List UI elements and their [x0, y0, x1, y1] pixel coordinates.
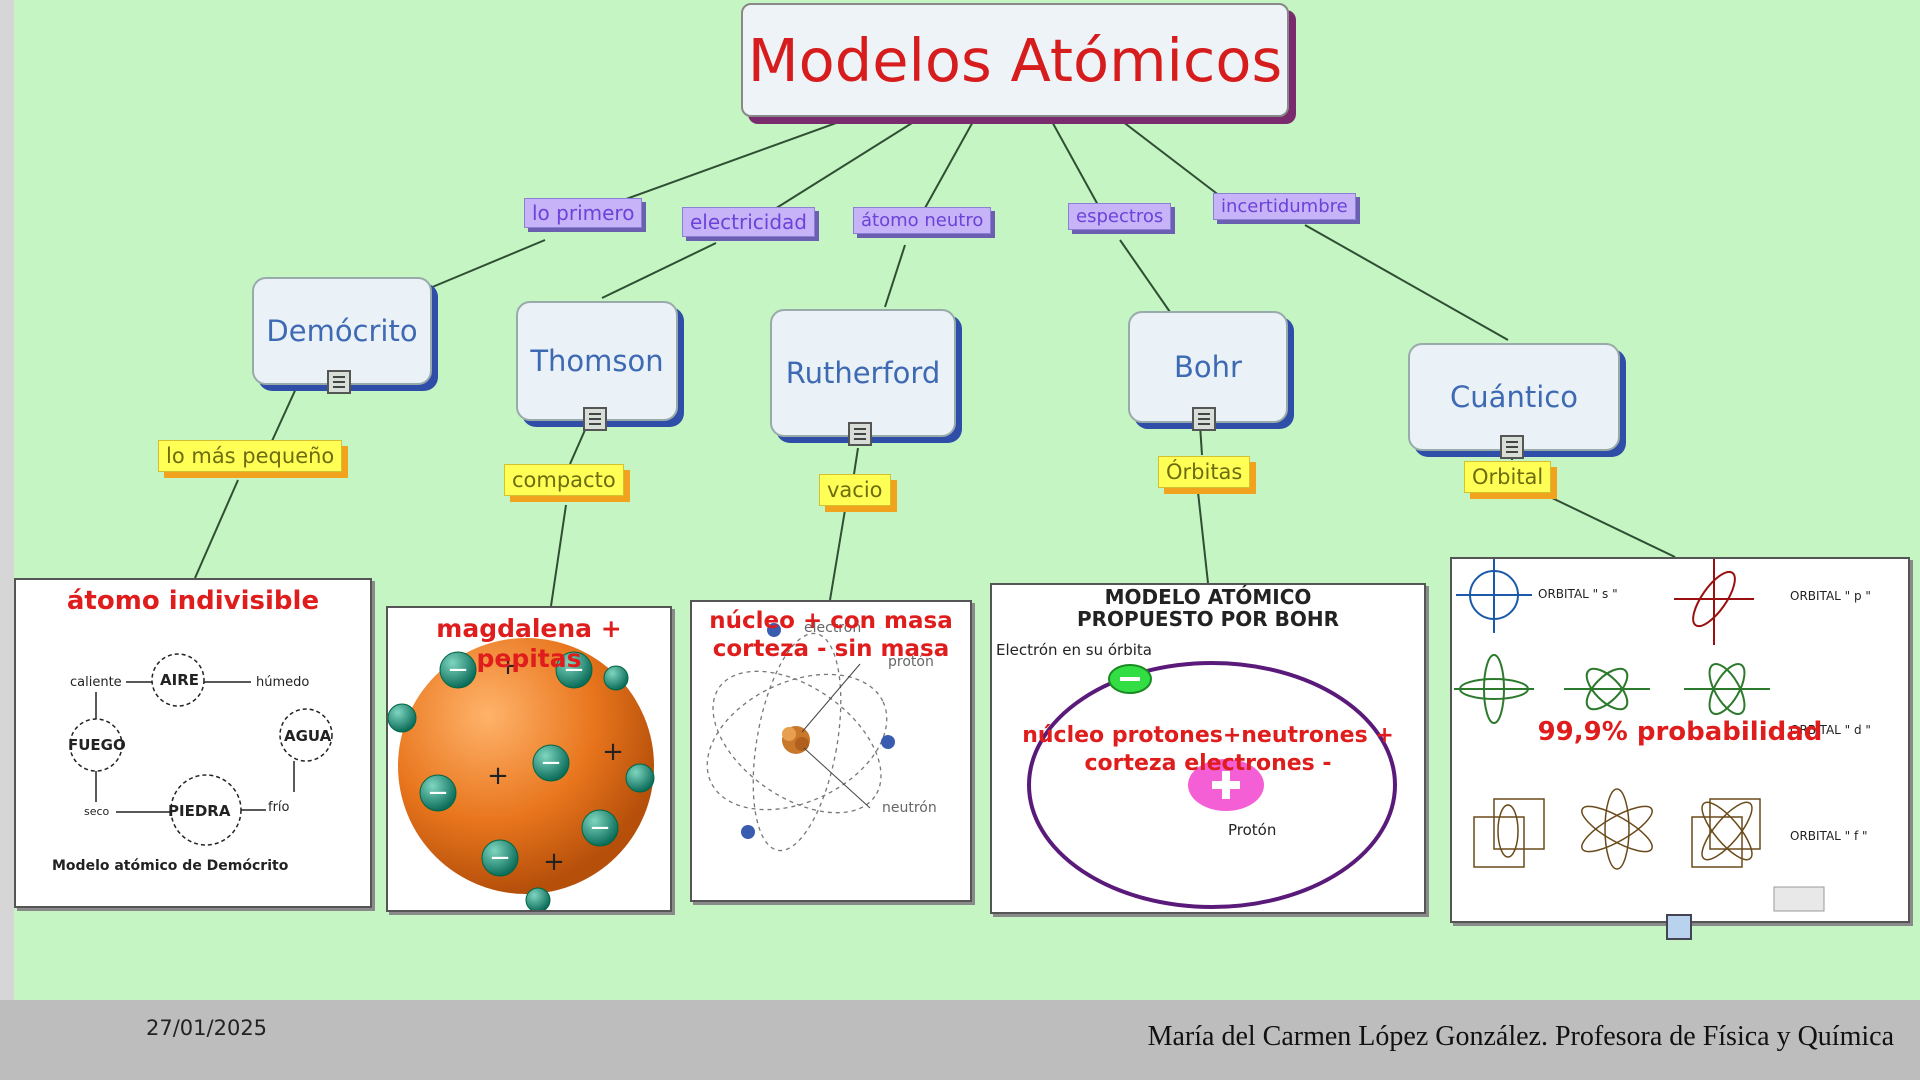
slide-footer [0, 1000, 1920, 1080]
orbitals-illustration [1454, 559, 1825, 912]
svg-text:+: + [487, 761, 509, 791]
bohr-image[interactable]: MODELO ATÓMICO PROPUESTO POR BOHR Electr… [990, 583, 1426, 914]
rutherford-caption-line1: núcleo + con masa [709, 608, 953, 634]
svg-text:−: − [563, 655, 585, 685]
label-orbital-p: ORBITAL " p " [1790, 589, 1871, 603]
resource-document-icon[interactable] [1500, 435, 1524, 459]
svg-text:−: − [489, 843, 511, 873]
link-label-electricidad[interactable]: electricidad [682, 207, 815, 237]
footer-date: 27/01/2025 [146, 1016, 268, 1040]
label-orbital-f: ORBITAL " f " [1790, 829, 1868, 843]
link-label-espectros[interactable]: espectros [1068, 203, 1172, 230]
bohr-caption-line1: núcleo protones+neutrones + [1022, 723, 1394, 748]
node-label-democrito: Demócrito [266, 314, 418, 348]
plum-pudding-illustration: − − − − − − + + + + [388, 638, 655, 910]
node-label-thomson: Thomson [530, 344, 664, 378]
descriptor-lo-mas-pequeno[interactable]: lo más pequeño [158, 440, 343, 472]
resource-document-icon[interactable] [327, 370, 351, 394]
node-label-bohr: Bohr [1174, 350, 1242, 384]
title-node[interactable]: Modelos Atómicos [741, 3, 1289, 117]
label-orbital-s: ORBITAL " s " [1538, 587, 1618, 601]
quality-caliente: caliente [70, 675, 122, 690]
link-label-atomo-neutro[interactable]: átomo neutro [853, 207, 992, 234]
cuantico-caption: 99,9% probabilidad [1537, 717, 1823, 747]
democrito-image[interactable]: átomo indivisible AIRE FUEGO AGUA PIEDRA… [14, 578, 372, 908]
label-electron: electrón [804, 620, 862, 636]
quality-seco: seco [84, 805, 110, 818]
resource-document-icon[interactable] [583, 407, 607, 431]
quality-frio: frío [268, 800, 290, 815]
node-label-cuantico: Cuántico [1450, 380, 1578, 414]
descriptor-orbital[interactable]: Orbital [1464, 461, 1552, 493]
bohr-title-line2: PROPUESTO POR BOHR [1076, 607, 1340, 631]
bohr-atom-illustration [1027, 661, 1397, 909]
node-bohr[interactable]: Bohr [1128, 311, 1288, 423]
democrito-caption: átomo indivisible [66, 586, 320, 616]
element-fuego: FUEGO [68, 736, 126, 754]
bohr-electron-orbit-label: Electrón en su órbita [996, 641, 1152, 659]
elements-diagram [69, 653, 333, 846]
svg-text:+: + [497, 651, 519, 681]
descriptor-compacto[interactable]: compacto [504, 464, 624, 496]
democrito-model-caption: Modelo atómico de Demócrito [52, 858, 289, 874]
svg-text:+: + [602, 737, 624, 767]
quality-humedo: húmedo [256, 675, 310, 690]
thomson-caption: magdalena + pepitas [436, 614, 622, 673]
cuantico-image[interactable]: ORBITAL " s " ORBITAL " p " ORBITAL " d … [1450, 557, 1910, 923]
link-label-lo-primero[interactable]: lo primero [524, 198, 643, 228]
element-piedra: PIEDRA [168, 802, 231, 820]
page-title: Modelos Atómicos [747, 25, 1283, 95]
link-label-incertidumbre[interactable]: incertidumbre [1213, 193, 1356, 220]
label-orbital-d: ORBITAL " d " [1790, 723, 1871, 737]
rutherford-atom-illustration [706, 623, 895, 852]
film-icon[interactable] [1666, 914, 1692, 940]
descriptor-vacio[interactable]: vacio [819, 474, 891, 506]
node-cuantico[interactable]: Cuántico [1408, 343, 1620, 451]
label-proton: protón [888, 654, 934, 670]
resource-document-icon[interactable] [1192, 407, 1216, 431]
node-thomson[interactable]: Thomson [516, 301, 678, 421]
svg-text:−: − [589, 813, 611, 843]
svg-text:−: − [447, 655, 469, 685]
node-rutherford[interactable]: Rutherford [770, 309, 956, 437]
svg-text:−: − [427, 778, 449, 808]
label-proton-bohr: Protón [1228, 821, 1277, 839]
thomson-image[interactable]: − − − − − − + + + + magdalena + pepitas [386, 606, 672, 912]
node-label-rutherford: Rutherford [785, 356, 941, 390]
label-neutron: neutrón [882, 800, 937, 816]
rutherford-caption-line2: corteza - sin masa [712, 636, 950, 662]
footer-author: María del Carmen López González. Profeso… [1147, 1021, 1894, 1052]
node-democrito[interactable]: Demócrito [252, 277, 432, 385]
element-aire: AIRE [160, 671, 199, 689]
resource-document-icon[interactable] [848, 422, 872, 446]
svg-text:−: − [540, 748, 562, 778]
element-agua: AGUA [284, 727, 332, 745]
bohr-title-line1: MODELO ATÓMICO [1104, 585, 1312, 609]
descriptor-orbitas[interactable]: Órbitas [1158, 456, 1251, 488]
rutherford-image[interactable]: electrón protón neutrón núcleo + con mas… [690, 600, 972, 902]
bohr-caption-line2: corteza electrones - [1084, 751, 1332, 776]
svg-text:+: + [543, 847, 565, 877]
